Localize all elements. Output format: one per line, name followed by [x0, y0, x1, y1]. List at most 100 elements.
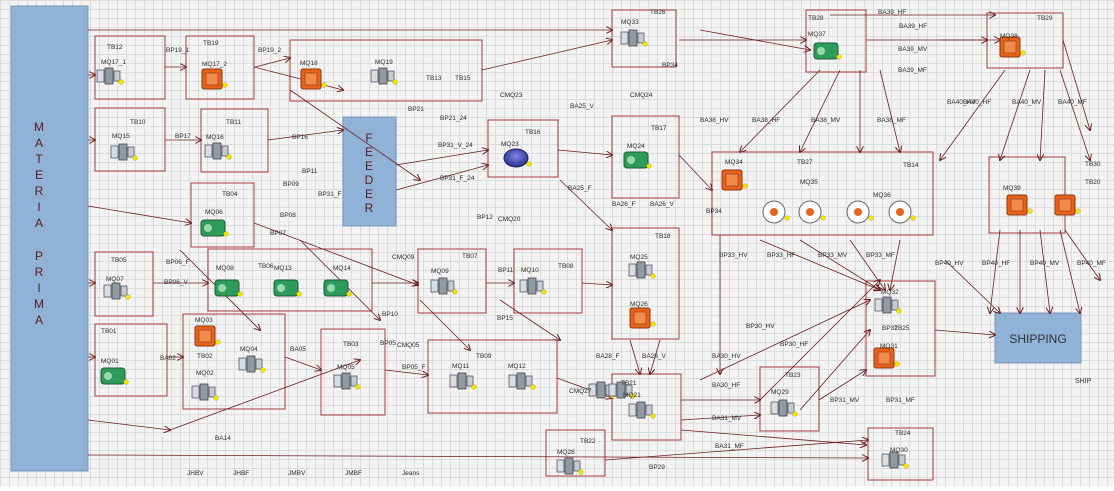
machine-mq25-icon[interactable]: [628, 261, 656, 279]
station-box[interactable]: [545, 429, 606, 477]
station-box[interactable]: [711, 151, 934, 236]
diagram-label: MQ15: [112, 133, 130, 140]
machine-mq16-icon[interactable]: [204, 142, 232, 160]
machine-mq10-icon[interactable]: [519, 277, 547, 295]
diagram-label: MQ10: [521, 267, 539, 274]
machine-mq08-icon[interactable]: [214, 279, 243, 297]
station-box[interactable]: [94, 107, 166, 172]
machine-mq07-icon[interactable]: [103, 282, 131, 300]
diagram-label: BP19_1: [166, 47, 190, 54]
diagram-label: CMQ24: [630, 92, 653, 99]
materia-letter: A: [35, 216, 43, 230]
diagram-label: TB27: [797, 159, 813, 166]
materia-prima-rect[interactable]: [10, 5, 89, 472]
station-box[interactable]: [289, 39, 483, 102]
station-box[interactable]: [94, 35, 166, 100]
feeder-rect[interactable]: [342, 116, 397, 227]
station-box[interactable]: [182, 313, 286, 410]
diagram-label: BP40_MV: [1030, 260, 1060, 267]
machine-mq13-icon[interactable]: [273, 279, 302, 297]
diagram-label: TB20: [1085, 179, 1101, 186]
machine-mq35-icon[interactable]: [762, 200, 790, 224]
diagram-label: BP05_F: [402, 364, 426, 371]
diagram-label: MQ36: [873, 192, 891, 199]
machine-mq39b-icon[interactable]: [1054, 194, 1081, 216]
machine-mq06-icon[interactable]: [200, 219, 229, 237]
flow-arrow: [799, 330, 870, 411]
station-box[interactable]: [320, 328, 386, 416]
machine-mq36-icon[interactable]: [888, 200, 916, 224]
machine-mq17_1-icon[interactable]: [96, 67, 124, 85]
machine-mq18-icon[interactable]: [300, 68, 327, 90]
diagram-label: BP31_F_24: [440, 175, 475, 182]
machine-mq23-icon[interactable]: [503, 148, 532, 168]
diagram-label: CMQ20: [498, 216, 521, 223]
station-box[interactable]: [988, 156, 1066, 234]
station-box[interactable]: [427, 339, 558, 414]
machine-mq01-icon[interactable]: [100, 367, 129, 385]
station-box[interactable]: [867, 427, 934, 481]
diagram-label: TB09: [476, 353, 492, 360]
diagram-label: TB01: [101, 328, 117, 335]
machine-mq28-icon[interactable]: [556, 457, 584, 475]
machine-mq21-icon[interactable]: [628, 401, 656, 419]
machine-mq11-icon[interactable]: [449, 372, 477, 390]
machine-mq17_2-icon[interactable]: [201, 68, 228, 90]
machine-mq09-icon[interactable]: [430, 277, 458, 295]
station-box[interactable]: [190, 182, 255, 248]
machine-mq31-icon[interactable]: [873, 347, 900, 369]
machine-mq32-icon[interactable]: [874, 296, 902, 314]
machine-mq38-icon[interactable]: [999, 36, 1026, 58]
machine-mq37-icon[interactable]: [813, 42, 842, 60]
flow-arrow: [1059, 229, 1080, 313]
machine-mq03-icon[interactable]: [194, 325, 221, 347]
flow-arrow: [759, 280, 880, 401]
flow-arrow: [1059, 69, 1090, 160]
machine-mq19-icon[interactable]: [370, 67, 398, 85]
feeder-letter: E: [365, 159, 373, 173]
station-box[interactable]: [611, 373, 682, 441]
machine-mq30-icon[interactable]: [881, 451, 909, 469]
diagram-label: MQ29: [771, 389, 789, 396]
diagram-label: TB25: [894, 325, 910, 332]
flow-arrow: [699, 29, 810, 50]
machine-mq12-icon[interactable]: [508, 372, 536, 390]
machine-mq04-icon[interactable]: [238, 355, 266, 373]
machine-mq29-icon[interactable]: [770, 399, 798, 417]
flow-arrow: [284, 356, 321, 370]
machine-mq33-icon[interactable]: [620, 29, 648, 47]
flow-arrow: [254, 58, 290, 68]
diagram-label: TB12: [107, 44, 123, 51]
machine-mq39-icon[interactable]: [1006, 194, 1033, 216]
machine-mq27-icon[interactable]: [608, 381, 636, 399]
diagram-label: TB16: [525, 129, 541, 136]
machine-mq24-icon[interactable]: [623, 151, 652, 169]
shipping-rect[interactable]: [994, 312, 1082, 364]
diagram-label: TB29: [1037, 15, 1053, 22]
diagram-label: TB03: [343, 341, 359, 348]
machine-mq35b-icon[interactable]: [798, 200, 826, 224]
diagram-label: TB15: [455, 75, 471, 82]
machine-mq34-icon[interactable]: [721, 169, 748, 191]
machine-mq15-icon[interactable]: [110, 143, 138, 161]
machine-mq02-icon[interactable]: [191, 383, 219, 401]
feeder-letter: R: [365, 201, 374, 215]
flow-arrow: [944, 259, 1000, 313]
flow-arrow: [557, 149, 612, 155]
diagram-label: MQ37: [808, 31, 826, 38]
flow-arrow: [890, 239, 901, 290]
diagram-label: MQ14: [333, 265, 351, 272]
diagram-label: BP06_F: [166, 259, 190, 266]
diagram-label: BP33_MF: [866, 252, 895, 259]
station-box[interactable]: [487, 119, 559, 178]
machine-mq35c-icon[interactable]: [846, 200, 874, 224]
machine-mq26-icon[interactable]: [629, 307, 656, 329]
shipping-block[interactable]: SHIPPING SHIP: [994, 312, 1092, 385]
flow-paths: [87, 15, 1100, 460]
machine-mq05-icon[interactable]: [333, 372, 361, 390]
machine-mq14-icon[interactable]: [323, 279, 352, 297]
